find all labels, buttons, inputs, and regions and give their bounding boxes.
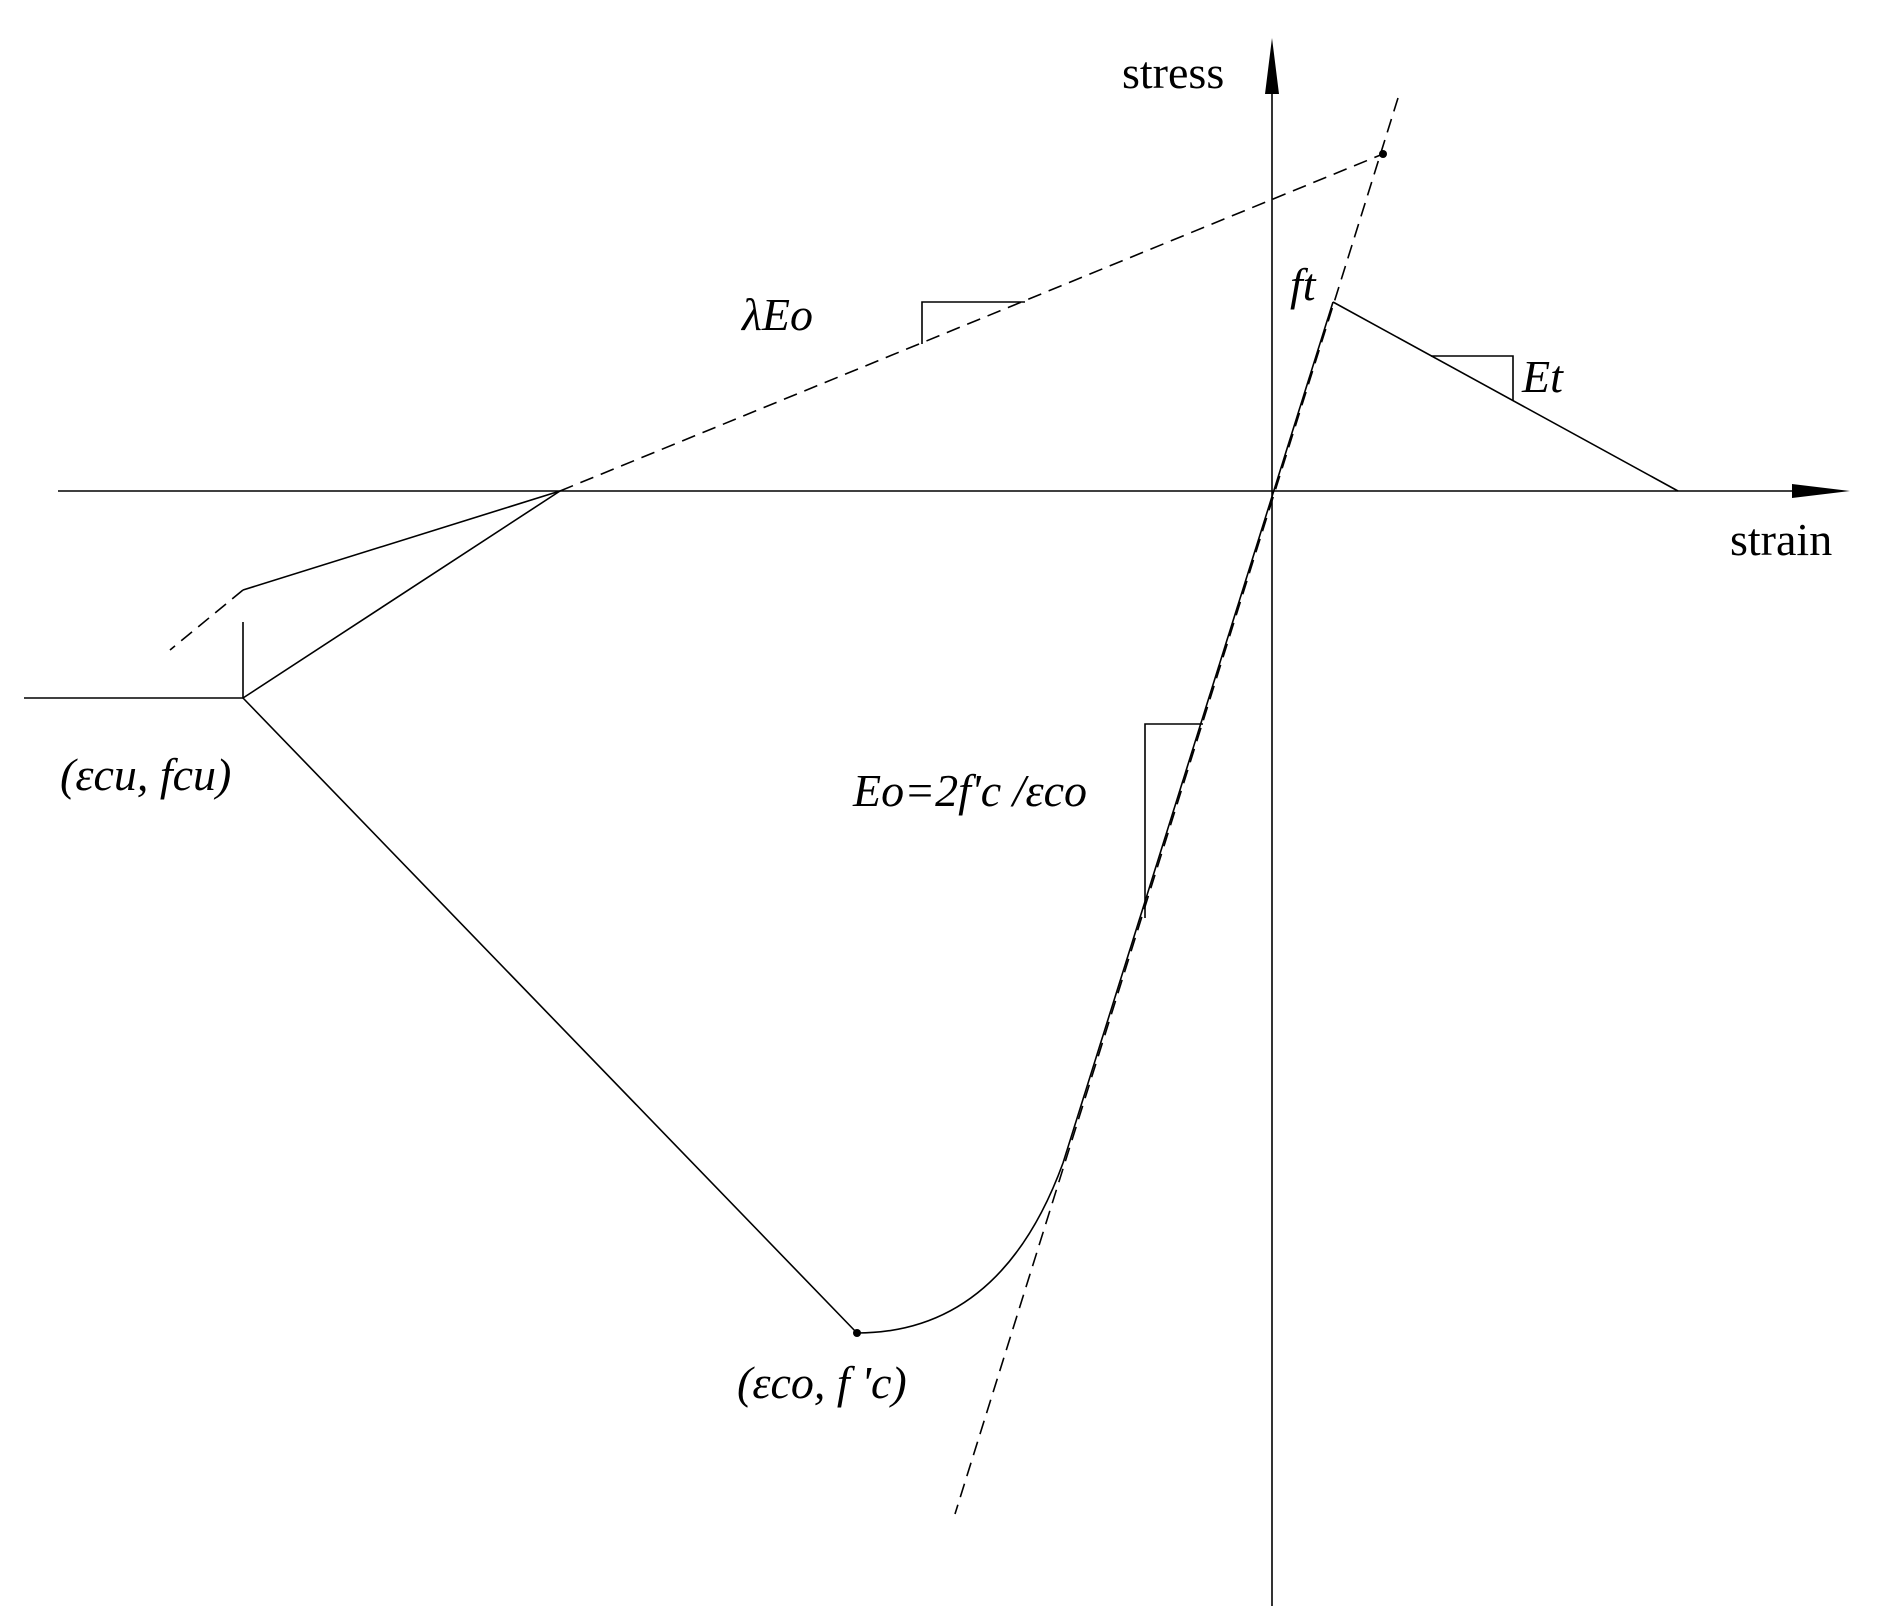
reloading-line [242, 490, 561, 591]
y-axis-label: stress [1122, 47, 1224, 98]
lambda-eo-slope-triangle [921, 301, 1025, 344]
et-slope-triangle [1431, 355, 1514, 401]
ultimate-point-label: (εcu, fcu) [60, 749, 231, 800]
eo-formula-label: Eo=2f'c /εco [852, 765, 1087, 816]
x-axis-label: strain [1730, 514, 1832, 565]
compression-parabolic-branch [856, 1162, 1064, 1334]
peak-point [853, 1329, 861, 1337]
unloading-line [242, 490, 561, 699]
lambda-eo-dashed [559, 153, 1384, 492]
peak-point-label: (εco, f 'c) [737, 1357, 907, 1408]
ft-label: ft [1290, 259, 1317, 310]
upper-intersection-point [1379, 150, 1387, 158]
tension-softening-branch [1332, 301, 1679, 492]
et-label: Et [1521, 351, 1564, 402]
strain-axis-arrowhead [1792, 484, 1850, 498]
eo-slope-triangle [1144, 723, 1203, 918]
lambda-eo-label: λEo [740, 289, 813, 340]
initial-tangent-dashed [954, 97, 1399, 1515]
softening-branch [242, 697, 858, 1334]
compression-linear-branch [1062, 301, 1334, 1164]
stress-axis-arrowhead [1265, 38, 1279, 94]
lambda-eo-dashed-left [169, 589, 244, 651]
